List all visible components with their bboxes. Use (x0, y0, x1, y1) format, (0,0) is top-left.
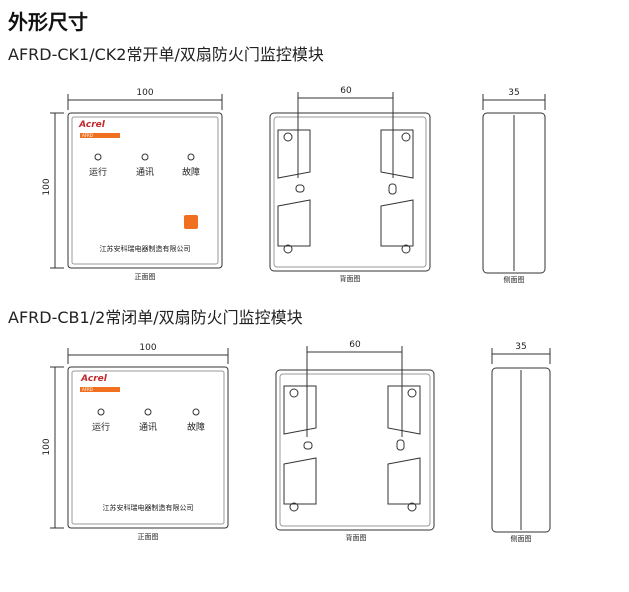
front-view-label: 正面图 (134, 273, 156, 281)
module-1-drawings: 100 100 60 35 Acrel AFRD 运行 通讯 故障 江苏安科瑞电… (0, 86, 629, 338)
led-label-comm: 通讯 (135, 168, 155, 178)
orange-button (184, 215, 198, 229)
back-view-label: 背面图 (345, 534, 367, 542)
led-label-fault: 故障 (186, 423, 206, 433)
led-label-comm: 通讯 (138, 423, 158, 433)
height-dimension: 100 (42, 438, 52, 456)
module-1-heading: AFRD-CK1/CK2常开单/双扇防火门监控模块 (8, 45, 324, 64)
led-label-run: 运行 (88, 168, 108, 178)
led-label-fault: 故障 (181, 168, 201, 178)
acrel-logo: Acrel (79, 120, 105, 130)
dimension-drawing (50, 92, 546, 274)
height-dimension: 100 (42, 178, 52, 196)
side-view-label: 侧面图 (510, 535, 532, 543)
mount-dimension: 60 (340, 86, 352, 96)
company-name: 江苏安科瑞电器制造有限公司 (99, 245, 191, 253)
acrel-logo: Acrel (81, 374, 107, 384)
model-tag: AFRD (80, 387, 120, 392)
depth-dimension: 35 (515, 342, 527, 352)
company-name: 江苏安科瑞电器制造有限公司 (102, 504, 194, 512)
width-dimension: 100 (136, 88, 154, 98)
front-view-label: 正面图 (137, 533, 159, 541)
back-view-label: 背面图 (339, 275, 361, 283)
module-2-drawings: 100 100 60 35 Acrel AFRD 运行 通讯 故障 江苏安科瑞电… (0, 340, 629, 592)
model-tag: AFRD (80, 133, 120, 138)
depth-dimension: 35 (508, 88, 520, 98)
width-dimension: 100 (139, 343, 157, 353)
module-2-heading: AFRD-CB1/2常闭单/双扇防火门监控模块 (8, 308, 303, 327)
side-view-label: 侧面图 (503, 276, 525, 284)
dimension-drawing (50, 346, 551, 533)
page-title: 外形尺寸 (8, 10, 88, 34)
mount-dimension: 60 (349, 340, 361, 350)
led-label-run: 运行 (91, 423, 111, 433)
